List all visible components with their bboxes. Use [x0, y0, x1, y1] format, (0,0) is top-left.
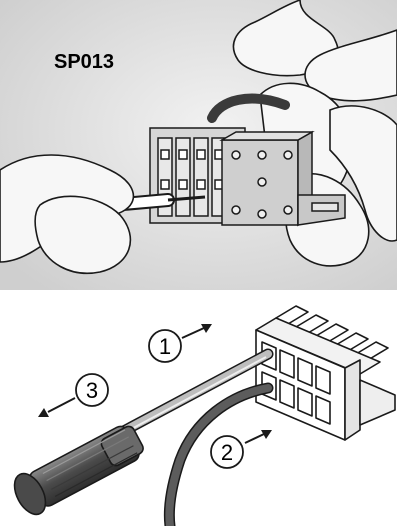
arrow-icon [182, 324, 212, 338]
top-illustration-panel: SP013 [0, 0, 397, 290]
step-3-number: 3 [86, 378, 98, 403]
step-2-number: 2 [221, 440, 233, 465]
hand-icon [0, 155, 133, 273]
step-1-number: 1 [159, 334, 171, 359]
terminal-connector-icon [256, 306, 395, 440]
step-3-indicator: 3 [38, 374, 108, 417]
bottom-instruction-panel: 1 2 3 [0, 290, 397, 526]
step-1-indicator: 1 [149, 324, 212, 362]
product-code-label: SP013 [54, 51, 114, 73]
hands-connector-illustration: SP013 [0, 0, 397, 290]
arrow-icon [38, 398, 75, 417]
arrow-icon [245, 430, 272, 443]
step-2-indicator: 2 [211, 430, 272, 468]
wire-removal-diagram: 1 2 3 [0, 290, 397, 526]
